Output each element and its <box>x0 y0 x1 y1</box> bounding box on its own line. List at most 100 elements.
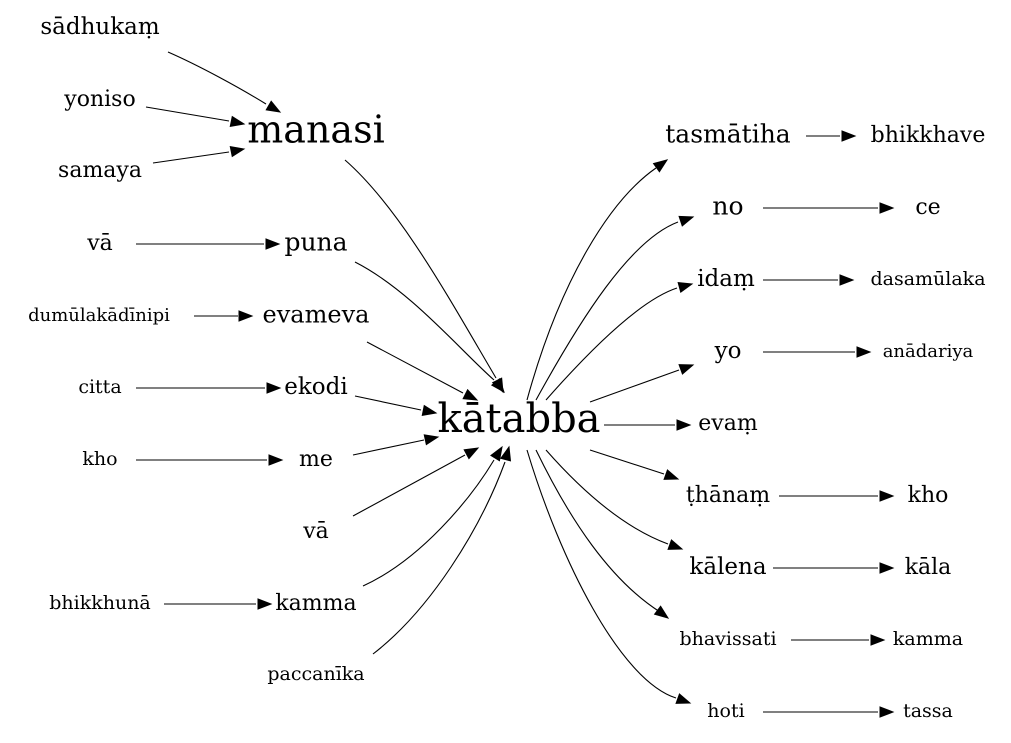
edge-me-katabba <box>352 434 440 456</box>
edge-citta-ekodi <box>136 382 282 394</box>
node-sadhukam: sādhukaṃ <box>40 14 160 40</box>
node-kamma-1: kamma <box>275 591 356 616</box>
edge-line <box>167 51 267 105</box>
arrowhead <box>879 490 895 502</box>
edge-line <box>589 369 680 403</box>
edge-katabba-kalena <box>545 449 684 550</box>
arrowhead <box>675 693 692 704</box>
edge-line <box>535 449 661 613</box>
edge-line <box>352 439 425 456</box>
edge-ekodi-katabba <box>354 395 438 416</box>
arrowhead <box>653 605 670 619</box>
edge-line <box>344 159 497 379</box>
arrowhead <box>257 598 273 610</box>
arrowhead <box>856 346 872 358</box>
edge-line <box>545 287 678 401</box>
node-paccanika: paccanīka <box>267 663 364 685</box>
node-kho-1: kho <box>82 448 117 470</box>
edge-katabba-yo <box>589 364 695 403</box>
edge-line <box>372 461 506 655</box>
node-katabba: kātabba <box>437 396 600 442</box>
node-va-1: vā <box>86 231 113 256</box>
edge-bhikkhuna-kamma1 <box>164 598 273 610</box>
arrowhead <box>499 445 512 462</box>
node-evameva: evameva <box>263 301 370 329</box>
node-kamma-2: kamma <box>893 628 963 650</box>
node-yo: yo <box>714 338 742 364</box>
node-dasamulaka: dasamūlaka <box>870 268 985 290</box>
edge-katabba-bhavissati <box>535 449 670 619</box>
node-kho-2: kho <box>908 483 949 508</box>
node-ekodi: ekodi <box>284 374 347 400</box>
edge-kamma1-katabba <box>362 445 503 587</box>
edge-puna-katabba <box>354 261 505 394</box>
edge-line <box>354 395 422 411</box>
node-idam: idaṃ <box>697 266 755 292</box>
edge-paccanika-katabba <box>372 445 512 655</box>
edge-sadhukam-manasi <box>167 51 282 113</box>
node-labels: sādhukaṃ yoniso samaya manasi vā puna du… <box>28 14 985 722</box>
node-citta: citta <box>78 376 121 398</box>
node-ce: ce <box>915 195 940 220</box>
node-yoniso: yoniso <box>63 87 135 112</box>
edge-va2-katabba <box>352 447 480 517</box>
edge-tasmatiha-bhikkhave <box>806 130 857 142</box>
arrowhead <box>652 159 669 173</box>
node-anadariya: anādariya <box>883 341 974 362</box>
arrowhead <box>238 310 254 322</box>
edge-kalena-kala <box>773 562 895 574</box>
arrowhead <box>667 539 684 550</box>
arrowhead <box>879 202 895 214</box>
node-thanam: ṭhānaṃ <box>686 483 770 508</box>
edge-evameva-katabba <box>366 341 479 401</box>
arrowhead <box>678 215 695 227</box>
node-hoti: hoti <box>707 700 744 722</box>
edge-line <box>352 454 466 517</box>
edge-katabba-thanam <box>589 449 680 480</box>
edge-katabba-hoti <box>526 449 692 704</box>
edge-yo-anadariya <box>763 346 872 358</box>
arrowhead <box>490 445 503 462</box>
edge-line <box>362 459 495 587</box>
edges <box>136 51 895 718</box>
edge-hoti-tassa <box>763 706 895 718</box>
node-puna: puna <box>284 228 347 257</box>
arrowhead <box>879 706 895 718</box>
node-evam: evaṃ <box>698 411 758 436</box>
edge-katabba-no <box>535 215 695 401</box>
arrowhead <box>678 364 695 375</box>
edge-line <box>526 167 657 401</box>
edge-va1-puna <box>136 238 281 250</box>
edge-line <box>152 151 230 164</box>
edge-line <box>354 261 495 381</box>
edge-thanam-kho2 <box>779 490 895 502</box>
node-tassa: tassa <box>903 700 953 722</box>
arrowhead <box>421 404 438 416</box>
node-kalena: kālena <box>689 554 766 580</box>
arrowhead <box>463 447 480 460</box>
edge-dumulaka-evameva <box>194 310 254 322</box>
node-bhavissati: bhavissati <box>679 628 776 650</box>
node-bhikkhave: bhikkhave <box>871 123 986 148</box>
arrowhead <box>676 419 692 431</box>
arrowhead <box>677 281 694 294</box>
edge-line <box>589 449 665 475</box>
edge-line <box>545 449 669 545</box>
arrowhead <box>841 130 857 142</box>
arrowhead <box>266 382 282 394</box>
node-va-2: vā <box>302 519 329 544</box>
node-no: no <box>712 192 743 221</box>
node-samaya: samaya <box>58 158 142 183</box>
edge-bhavissati-kamma2 <box>791 634 886 646</box>
arrowhead <box>268 454 284 466</box>
arrowhead <box>229 146 246 158</box>
edge-samaya-manasi <box>152 146 246 164</box>
node-me: me <box>299 447 333 472</box>
edge-katabba-idam <box>545 281 694 401</box>
arrowhead <box>839 274 855 286</box>
arrowhead <box>229 115 246 127</box>
edge-line <box>535 221 679 401</box>
edge-manasi-katabba <box>344 159 504 394</box>
